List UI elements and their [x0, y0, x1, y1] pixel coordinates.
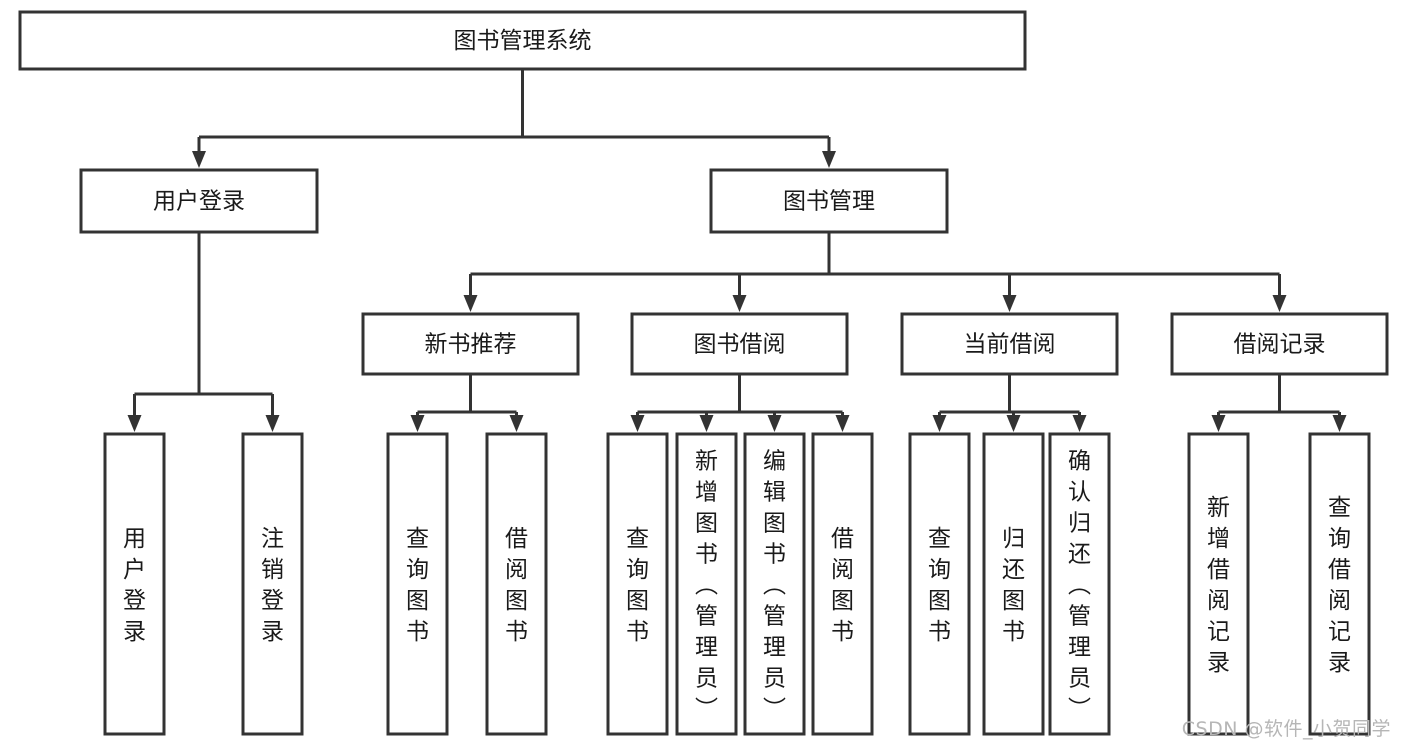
node-box-leaf-edit-book	[743, 432, 806, 736]
arrow-head	[630, 415, 645, 432]
node-box-leaf-confirm-return	[1048, 432, 1111, 736]
node-box-new-book-recommend	[361, 312, 580, 376]
node-leaf-query-book-current[interactable]: 查询图书	[908, 432, 971, 736]
node-leaf-query-record[interactable]: 查询借阅记录	[1308, 432, 1371, 736]
arrow-head	[822, 151, 836, 168]
arrow-head	[265, 415, 280, 432]
arrow-head	[1072, 415, 1087, 432]
node-label-leaf-query-book-borrow: 查询图书	[626, 526, 649, 645]
node-leaf-confirm-return[interactable]: 确认归还︵管理员︶	[1048, 432, 1111, 736]
node-leaf-logout[interactable]: 注销登录	[241, 432, 304, 736]
node-label-leaf-edit-book: 编辑图书︵管理员︶	[763, 449, 786, 723]
node-leaf-borrow-book[interactable]: 借阅图书	[811, 432, 874, 736]
node-label-root: 图书管理系统	[454, 28, 592, 54]
node-box-leaf-query-book-borrow	[606, 432, 669, 736]
arrow-head	[509, 415, 524, 432]
arrow-head	[1332, 415, 1347, 432]
node-label-book-borrow: 图书借阅	[694, 332, 786, 358]
node-label-leaf-query-book-recommend: 查询图书	[406, 526, 429, 645]
node-leaf-query-book-borrow[interactable]: 查询图书	[606, 432, 669, 736]
node-leaf-borrow-book-recommend[interactable]: 借阅图书	[485, 432, 548, 736]
node-box-current-borrow	[900, 312, 1119, 376]
node-box-user-login	[79, 168, 319, 234]
node-label-leaf-borrow-book-recommend: 借阅图书	[505, 526, 528, 645]
node-box-leaf-borrow-book	[811, 432, 874, 736]
node-leaf-edit-book[interactable]: 编辑图书︵管理员︶	[743, 432, 806, 736]
node-box-leaf-query-book-recommend	[386, 432, 449, 736]
node-label-leaf-return-book: 归还图书	[1002, 526, 1025, 645]
arrow-head	[932, 415, 947, 432]
node-layer: 图书管理系统用户登录图书管理新书推荐图书借阅当前借阅借阅记录用户登录注销登录查询…	[18, 10, 1389, 736]
node-root[interactable]: 图书管理系统	[18, 10, 1027, 71]
arrow-head	[463, 295, 478, 312]
arrow-head	[1006, 415, 1021, 432]
arrow-head	[1002, 295, 1017, 312]
node-label-new-book-recommend: 新书推荐	[425, 332, 517, 358]
node-box-leaf-borrow-book-recommend	[485, 432, 548, 736]
node-label-leaf-add-book: 新增图书︵管理员︶	[695, 449, 718, 723]
arrow-head	[192, 151, 206, 168]
node-label-leaf-confirm-return: 确认归还︵管理员︶	[1068, 449, 1091, 723]
node-box-leaf-add-book	[675, 432, 738, 736]
connector-layer	[127, 69, 1347, 432]
node-borrow-records[interactable]: 借阅记录	[1170, 312, 1389, 376]
node-label-book-management: 图书管理	[783, 189, 875, 215]
arrow-head	[732, 295, 747, 312]
arrow-head	[835, 415, 850, 432]
arrow-head	[127, 415, 142, 432]
node-leaf-return-book[interactable]: 归还图书	[982, 432, 1045, 736]
node-label-current-borrow: 当前借阅	[964, 332, 1056, 358]
node-label-leaf-query-book-current: 查询图书	[928, 526, 951, 645]
node-label-user-login: 用户登录	[153, 189, 245, 215]
node-user-login[interactable]: 用户登录	[79, 168, 319, 234]
arrow-head	[699, 415, 714, 432]
node-box-leaf-return-book	[982, 432, 1045, 736]
node-label-leaf-user-login: 用户登录	[123, 526, 146, 645]
node-box-root	[18, 10, 1027, 71]
node-new-book-recommend[interactable]: 新书推荐	[361, 312, 580, 376]
node-leaf-add-record[interactable]: 新增借阅记录	[1187, 432, 1250, 736]
arrow-head	[767, 415, 782, 432]
node-leaf-user-login[interactable]: 用户登录	[103, 432, 166, 736]
csdn-watermark: CSDN @软件_小贺同学	[1181, 718, 1391, 740]
node-box-leaf-add-record	[1187, 432, 1250, 736]
node-label-leaf-logout: 注销登录	[261, 526, 284, 645]
node-label-leaf-add-record: 新增借阅记录	[1207, 495, 1230, 676]
node-book-borrow[interactable]: 图书借阅	[630, 312, 849, 376]
node-leaf-add-book[interactable]: 新增图书︵管理员︶	[675, 432, 738, 736]
node-box-book-management	[709, 168, 949, 234]
node-book-management[interactable]: 图书管理	[709, 168, 949, 234]
node-box-leaf-query-book-current	[908, 432, 971, 736]
node-leaf-query-book-recommend[interactable]: 查询图书	[386, 432, 449, 736]
node-box-book-borrow	[630, 312, 849, 376]
node-current-borrow[interactable]: 当前借阅	[900, 312, 1119, 376]
node-box-borrow-records	[1170, 312, 1389, 376]
node-label-borrow-records: 借阅记录	[1234, 332, 1326, 358]
arrow-head	[410, 415, 425, 432]
node-label-leaf-query-record: 查询借阅记录	[1328, 495, 1351, 676]
node-box-leaf-query-record	[1308, 432, 1371, 736]
node-box-leaf-user-login	[103, 432, 166, 736]
node-label-leaf-borrow-book: 借阅图书	[831, 526, 854, 645]
arrow-head	[1211, 415, 1226, 432]
node-box-leaf-logout	[241, 432, 304, 736]
arrow-head	[1272, 295, 1287, 312]
